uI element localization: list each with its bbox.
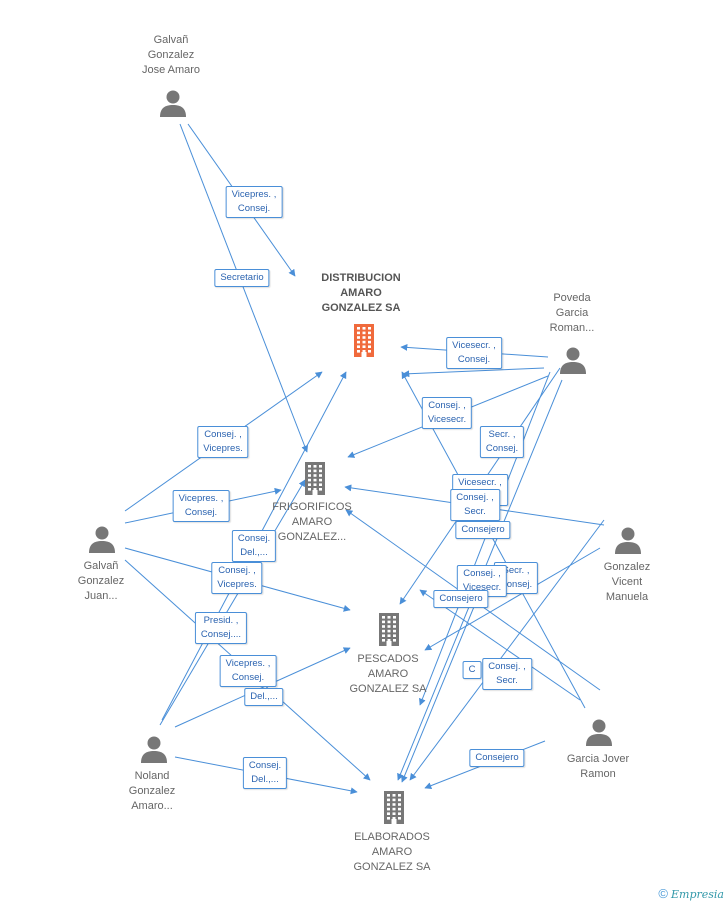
person-label-galvan-jose[interactable]: Galvañ Gonzalez Jose Amaro <box>141 34 201 76</box>
person-icon-shape <box>160 90 186 117</box>
edge-label[interactable]: Secretario <box>214 269 270 287</box>
edge-line <box>174 647 351 728</box>
footer-brand: © Empresia <box>658 886 724 901</box>
edge-label[interactable]: Presid. , Consej.... <box>194 612 248 644</box>
edge-label[interactable]: Consej. , Secr. <box>450 489 500 521</box>
person-label-garcia-jover[interactable]: Garcia Jover Ramon <box>566 753 630 780</box>
person-label-galvan-juan[interactable]: Galvañ Gonzalez Juan... <box>77 560 125 602</box>
person-icon-shape <box>560 347 586 374</box>
building-icon[interactable] <box>298 460 332 496</box>
person-icon[interactable] <box>158 88 188 118</box>
building-icon-shape <box>379 613 399 646</box>
copyright-icon: © <box>658 886 668 901</box>
edge-label[interactable]: Del.,... <box>244 688 284 706</box>
person-icon-shape <box>89 526 115 553</box>
edge-label[interactable]: Consejero <box>469 749 525 767</box>
edge-label[interactable]: Vicesecr. , Consej. <box>446 337 502 369</box>
person-label-poveda[interactable]: Poveda Garcia Roman... <box>549 292 595 334</box>
edge-label[interactable]: Consej. , Secr. <box>482 658 532 690</box>
company-label-pescados[interactable]: PESCADOS AMARO GONZALEZ SA <box>349 653 427 695</box>
person-icon-shape <box>141 736 167 763</box>
person-icon-shape <box>586 719 612 746</box>
building-icon[interactable] <box>377 789 411 825</box>
edge-line <box>419 589 581 701</box>
edge-label[interactable]: Consej. , Vicepres. <box>197 426 249 458</box>
person-icon[interactable] <box>139 734 169 764</box>
edge-label[interactable]: Consejero <box>455 521 511 539</box>
person-icon-shape <box>615 527 641 554</box>
edge-label[interactable]: Secr. , Consej. <box>479 426 525 458</box>
company-label-frigorificos[interactable]: FRIGORIFICOS AMARO GONZALEZ... <box>272 501 352 543</box>
edge-label[interactable]: C <box>462 661 482 679</box>
edge-label[interactable]: Consej. Del.,... <box>242 757 288 789</box>
edge-line <box>179 123 308 453</box>
building-icon-shape <box>354 324 374 357</box>
building-icon[interactable] <box>347 322 381 358</box>
edge-line <box>159 479 306 726</box>
building-icon-shape <box>305 462 325 495</box>
person-icon[interactable] <box>558 345 588 375</box>
edge-line <box>402 367 545 378</box>
person-label-noland[interactable]: Noland Gonzalez Amaro... <box>128 770 176 812</box>
brand-logo: Empresia <box>671 888 724 901</box>
edge-label[interactable]: Consej. , Vicesecr. <box>421 397 473 429</box>
person-icon[interactable] <box>87 524 117 554</box>
edge-label[interactable]: Consej. Del.,... <box>231 530 277 562</box>
edge-label[interactable]: Vicepres. , Consej. <box>225 186 283 218</box>
person-icon[interactable] <box>613 525 643 555</box>
company-label-distribucion[interactable]: DISTRIBUCION AMARO GONZALEZ SA <box>321 272 401 314</box>
edge-label[interactable]: Vicepres. , Consej. <box>172 490 230 522</box>
person-icon[interactable] <box>584 717 614 747</box>
edge-label[interactable]: Consejero <box>433 590 489 608</box>
edge-label[interactable]: Consej. , Vicepres. <box>211 562 263 594</box>
edge-label[interactable]: Vicepres. , Consej. <box>219 655 277 687</box>
building-icon[interactable] <box>372 611 406 647</box>
edge-line <box>401 596 479 783</box>
building-icon-shape <box>384 791 404 824</box>
person-label-gonzalez-vicent[interactable]: Gonzalez Vicent Manuela <box>603 561 651 603</box>
company-label-elaborados[interactable]: ELABORADOS AMARO GONZALEZ SA <box>353 831 431 873</box>
